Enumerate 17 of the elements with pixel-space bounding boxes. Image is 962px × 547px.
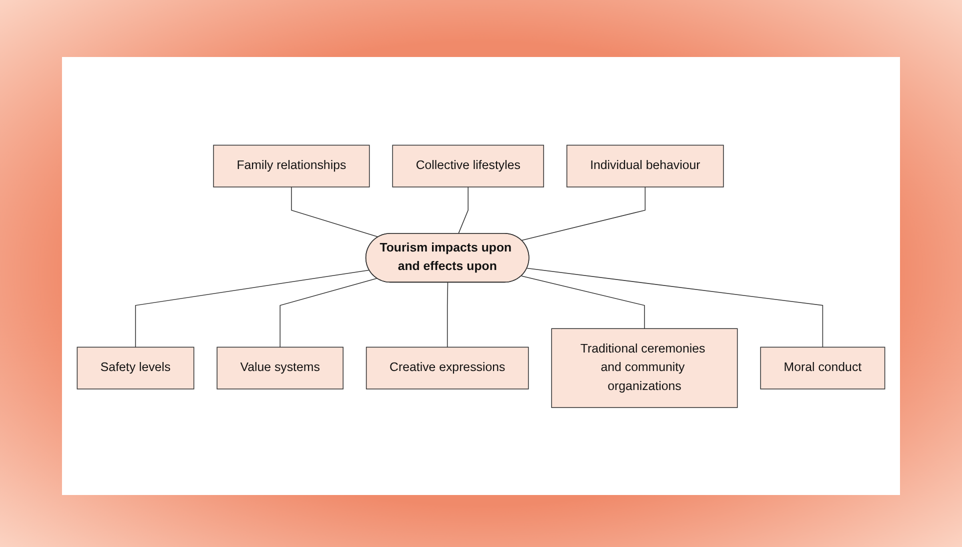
node-box [366, 346, 529, 389]
node-box [213, 144, 370, 187]
node-box [760, 346, 886, 389]
connector [280, 278, 378, 348]
node-box [392, 144, 544, 187]
connector [135, 269, 370, 348]
connector [521, 186, 646, 240]
card-background: Family relationships Collective lifestyles Individual behaviour Tourism impacts upon and effects upon Safety levels Value systems Creative expressions Traditional ceremonies and community organizations Moral conduct [62, 57, 900, 495]
node-box [551, 328, 738, 408]
node-box [566, 144, 724, 187]
connector [521, 275, 645, 329]
connector [291, 186, 379, 238]
connector [458, 186, 468, 234]
node-box [216, 346, 344, 389]
node-box [76, 346, 194, 389]
connector [446, 282, 448, 348]
connector [526, 268, 824, 348]
